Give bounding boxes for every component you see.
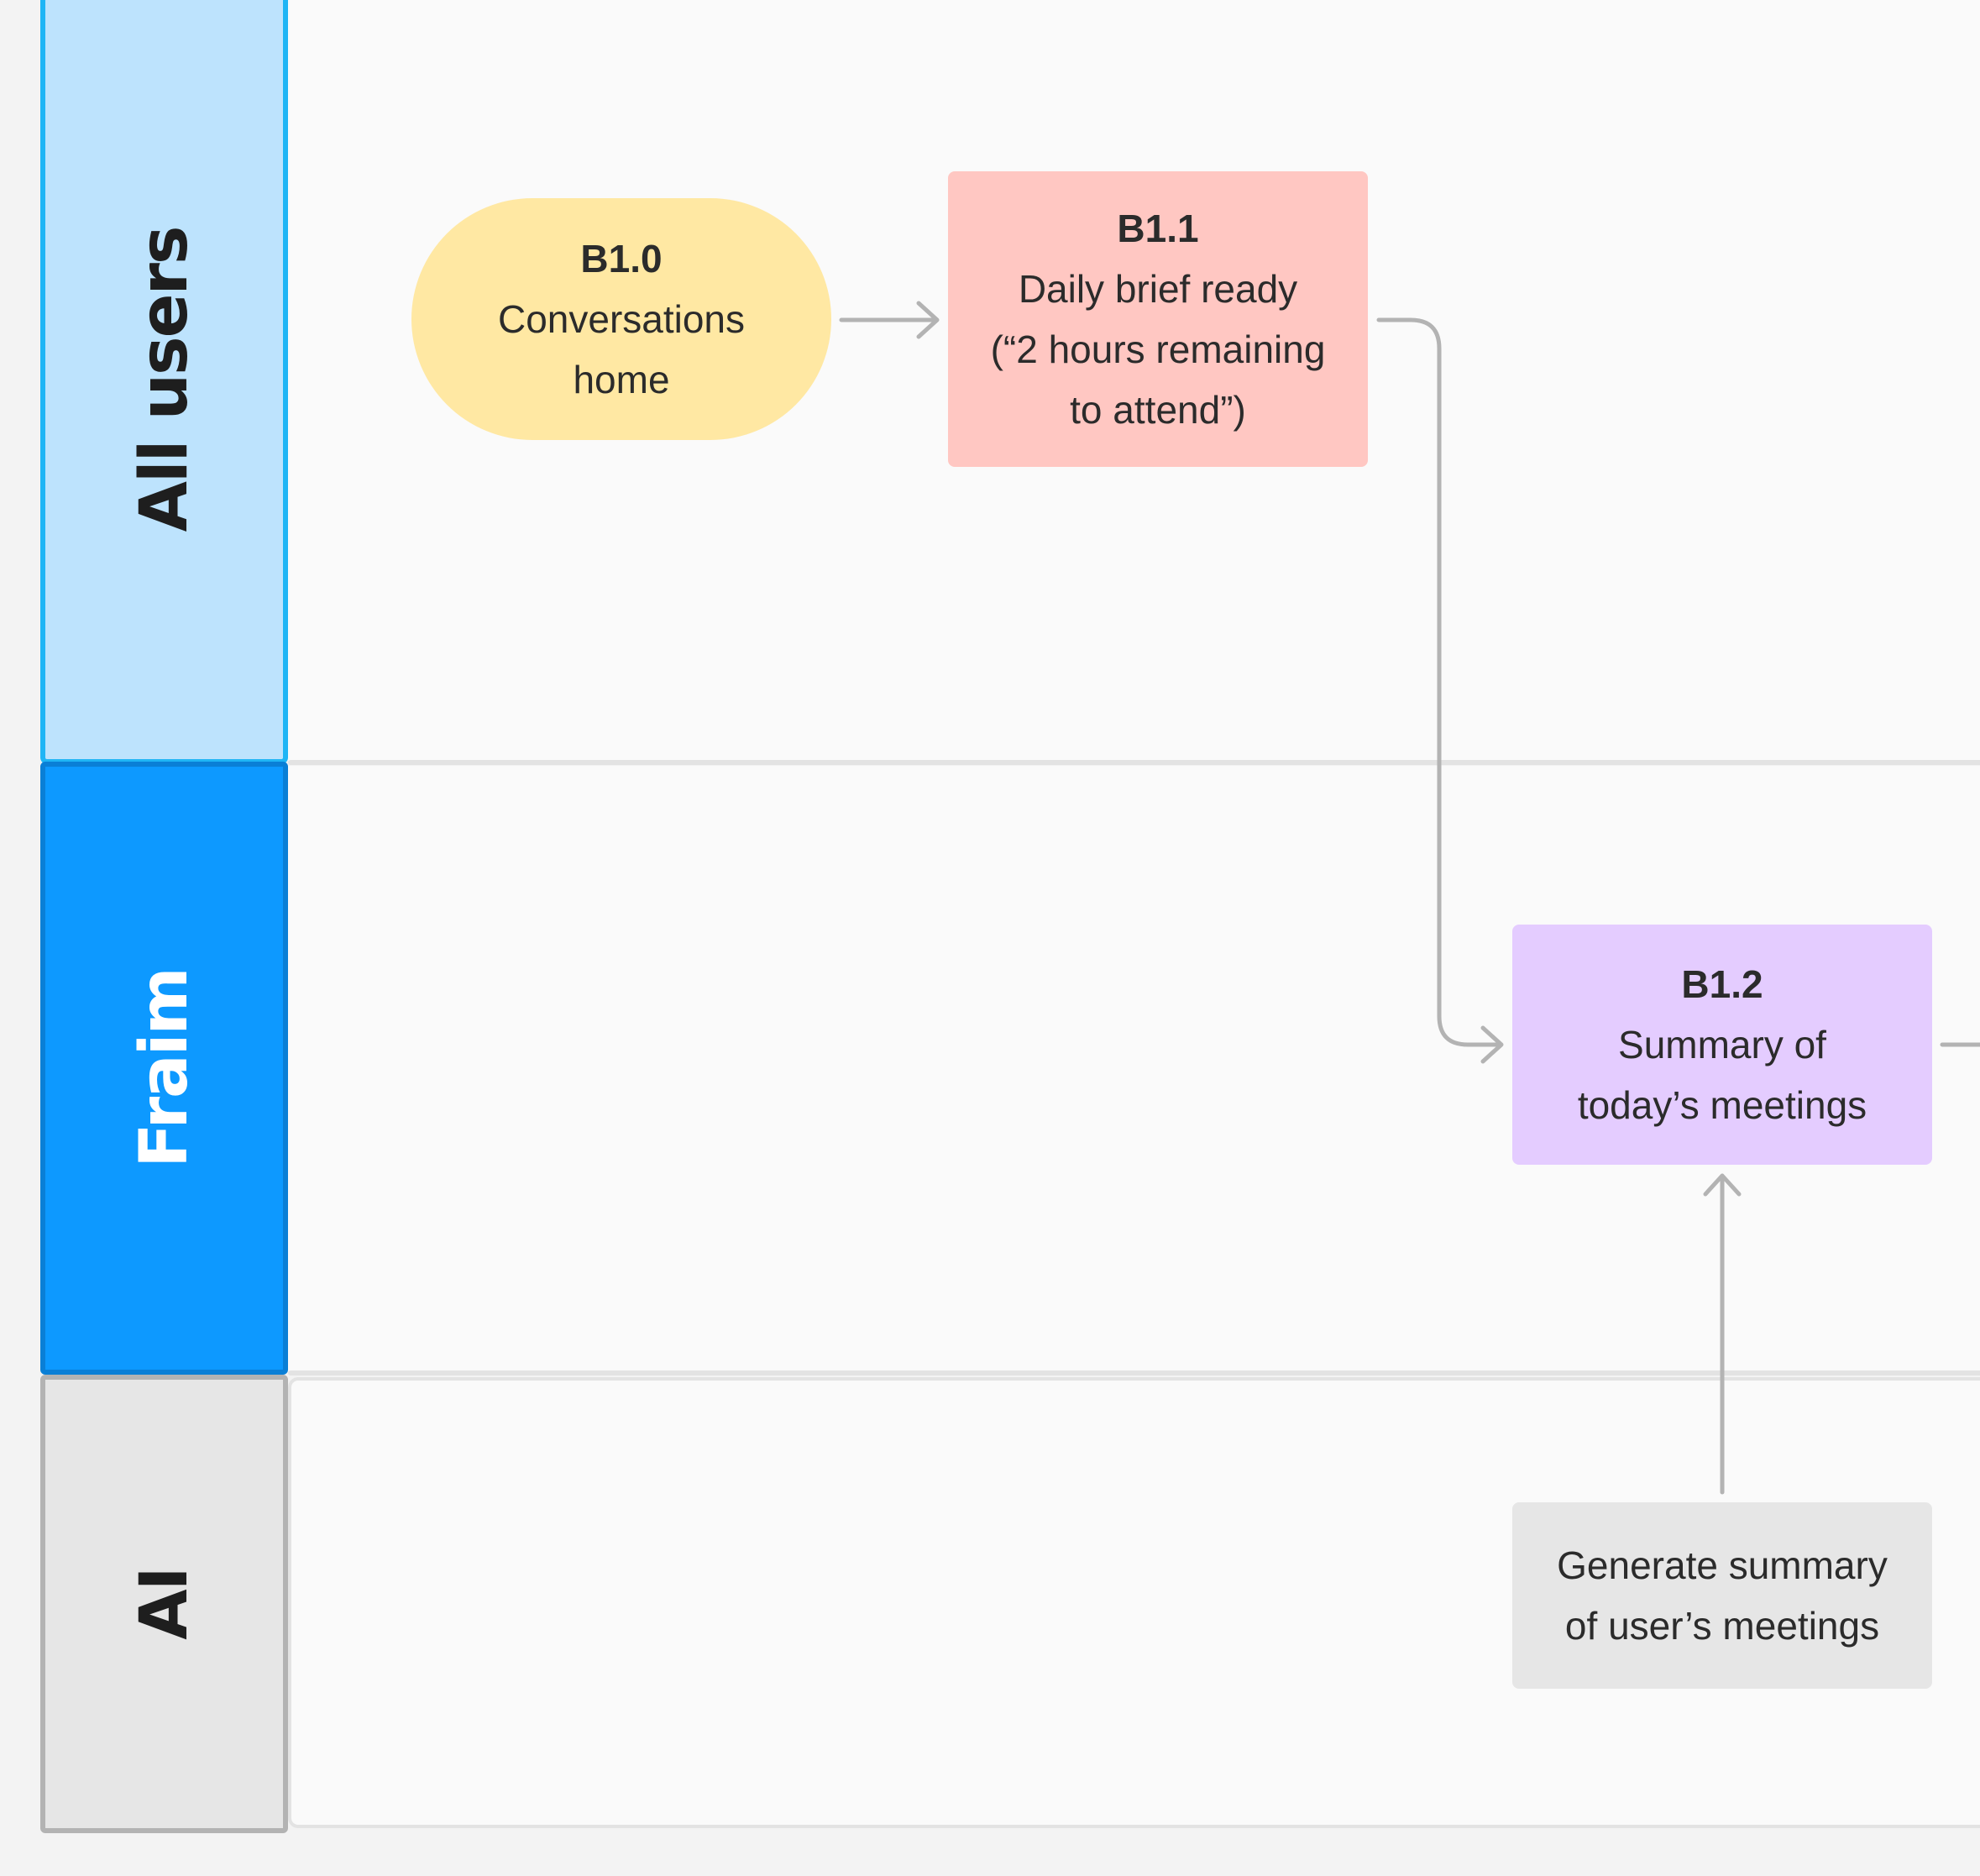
node-b1-0[interactable]: B1.0 Conversations home	[411, 198, 831, 440]
node-text-line: Conversations	[497, 297, 746, 341]
node-id: B1.2	[1681, 962, 1763, 1006]
node-b1-2[interactable]: B1.2 Summary of today’s meetings	[1512, 925, 1932, 1165]
lane-label-fraim: Fraim	[126, 968, 202, 1168]
node-b1-1[interactable]: B1.1 Daily brief ready (“2 hours remaini…	[948, 171, 1368, 467]
node-id: B1.1	[1117, 207, 1199, 250]
node-text-line: to attend”)	[1070, 388, 1246, 432]
lane-header-fraim[interactable]: Fraim	[40, 762, 288, 1375]
lane-label-all-users: All users	[126, 227, 202, 532]
lane-header-ai[interactable]: AI	[40, 1375, 288, 1833]
node-text-line: today’s meetings	[1577, 1083, 1867, 1127]
node-text-line: of user’s meetings	[1564, 1604, 1880, 1648]
lane-label-ai: AI	[126, 1568, 202, 1640]
node-text-line: (“2 hours remaining	[990, 328, 1326, 371]
node-text-line: Daily brief ready	[1018, 267, 1298, 311]
node-text-line: home	[573, 358, 670, 401]
node-text-line: Generate summary	[1557, 1543, 1888, 1587]
lane-header-all-users[interactable]: All users	[40, 0, 288, 764]
lane-divider	[288, 1370, 1980, 1376]
node-text-line: Summary of	[1618, 1023, 1826, 1066]
lane-divider	[288, 760, 1980, 765]
node-generate-summary[interactable]: Generate summary of user’s meetings	[1512, 1502, 1932, 1689]
node-id: B1.0	[580, 237, 663, 280]
